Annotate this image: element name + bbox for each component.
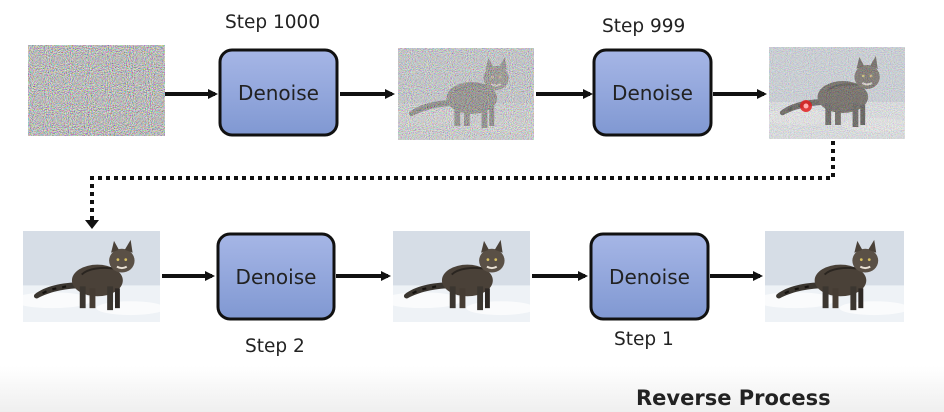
denoise-box-step-1: Denoise: [589, 232, 710, 321]
noise-image: [28, 45, 165, 136]
step-label-999: Step 999: [602, 16, 686, 37]
step-label-1: Step 1: [614, 329, 674, 350]
denoise-label: Denoise: [236, 265, 317, 289]
dotted-connector-arrowhead: [85, 220, 99, 229]
cat-image-step-1-input: [393, 231, 530, 322]
reverse-process-title: Reverse Process: [636, 386, 831, 410]
step-label-2: Step 2: [245, 336, 305, 357]
step-label-1000: Step 1000: [225, 12, 321, 33]
noisy-cat-image-light: [769, 47, 905, 139]
noisy-cat-image-heavy: [398, 48, 534, 140]
denoise-label: Denoise: [609, 265, 690, 289]
cat-image-step-2-input: [23, 231, 160, 322]
bottom-gradient-bar: [0, 366, 944, 412]
denoise-box-step-1000: Denoise: [218, 48, 339, 137]
cat-image-final: [765, 231, 904, 322]
denoise-box-step-999: Denoise: [592, 48, 713, 137]
dotted-connector: [90, 141, 835, 222]
denoise-label: Denoise: [238, 81, 319, 105]
denoise-box-step-2: Denoise: [216, 232, 336, 321]
denoise-label: Denoise: [612, 81, 693, 105]
